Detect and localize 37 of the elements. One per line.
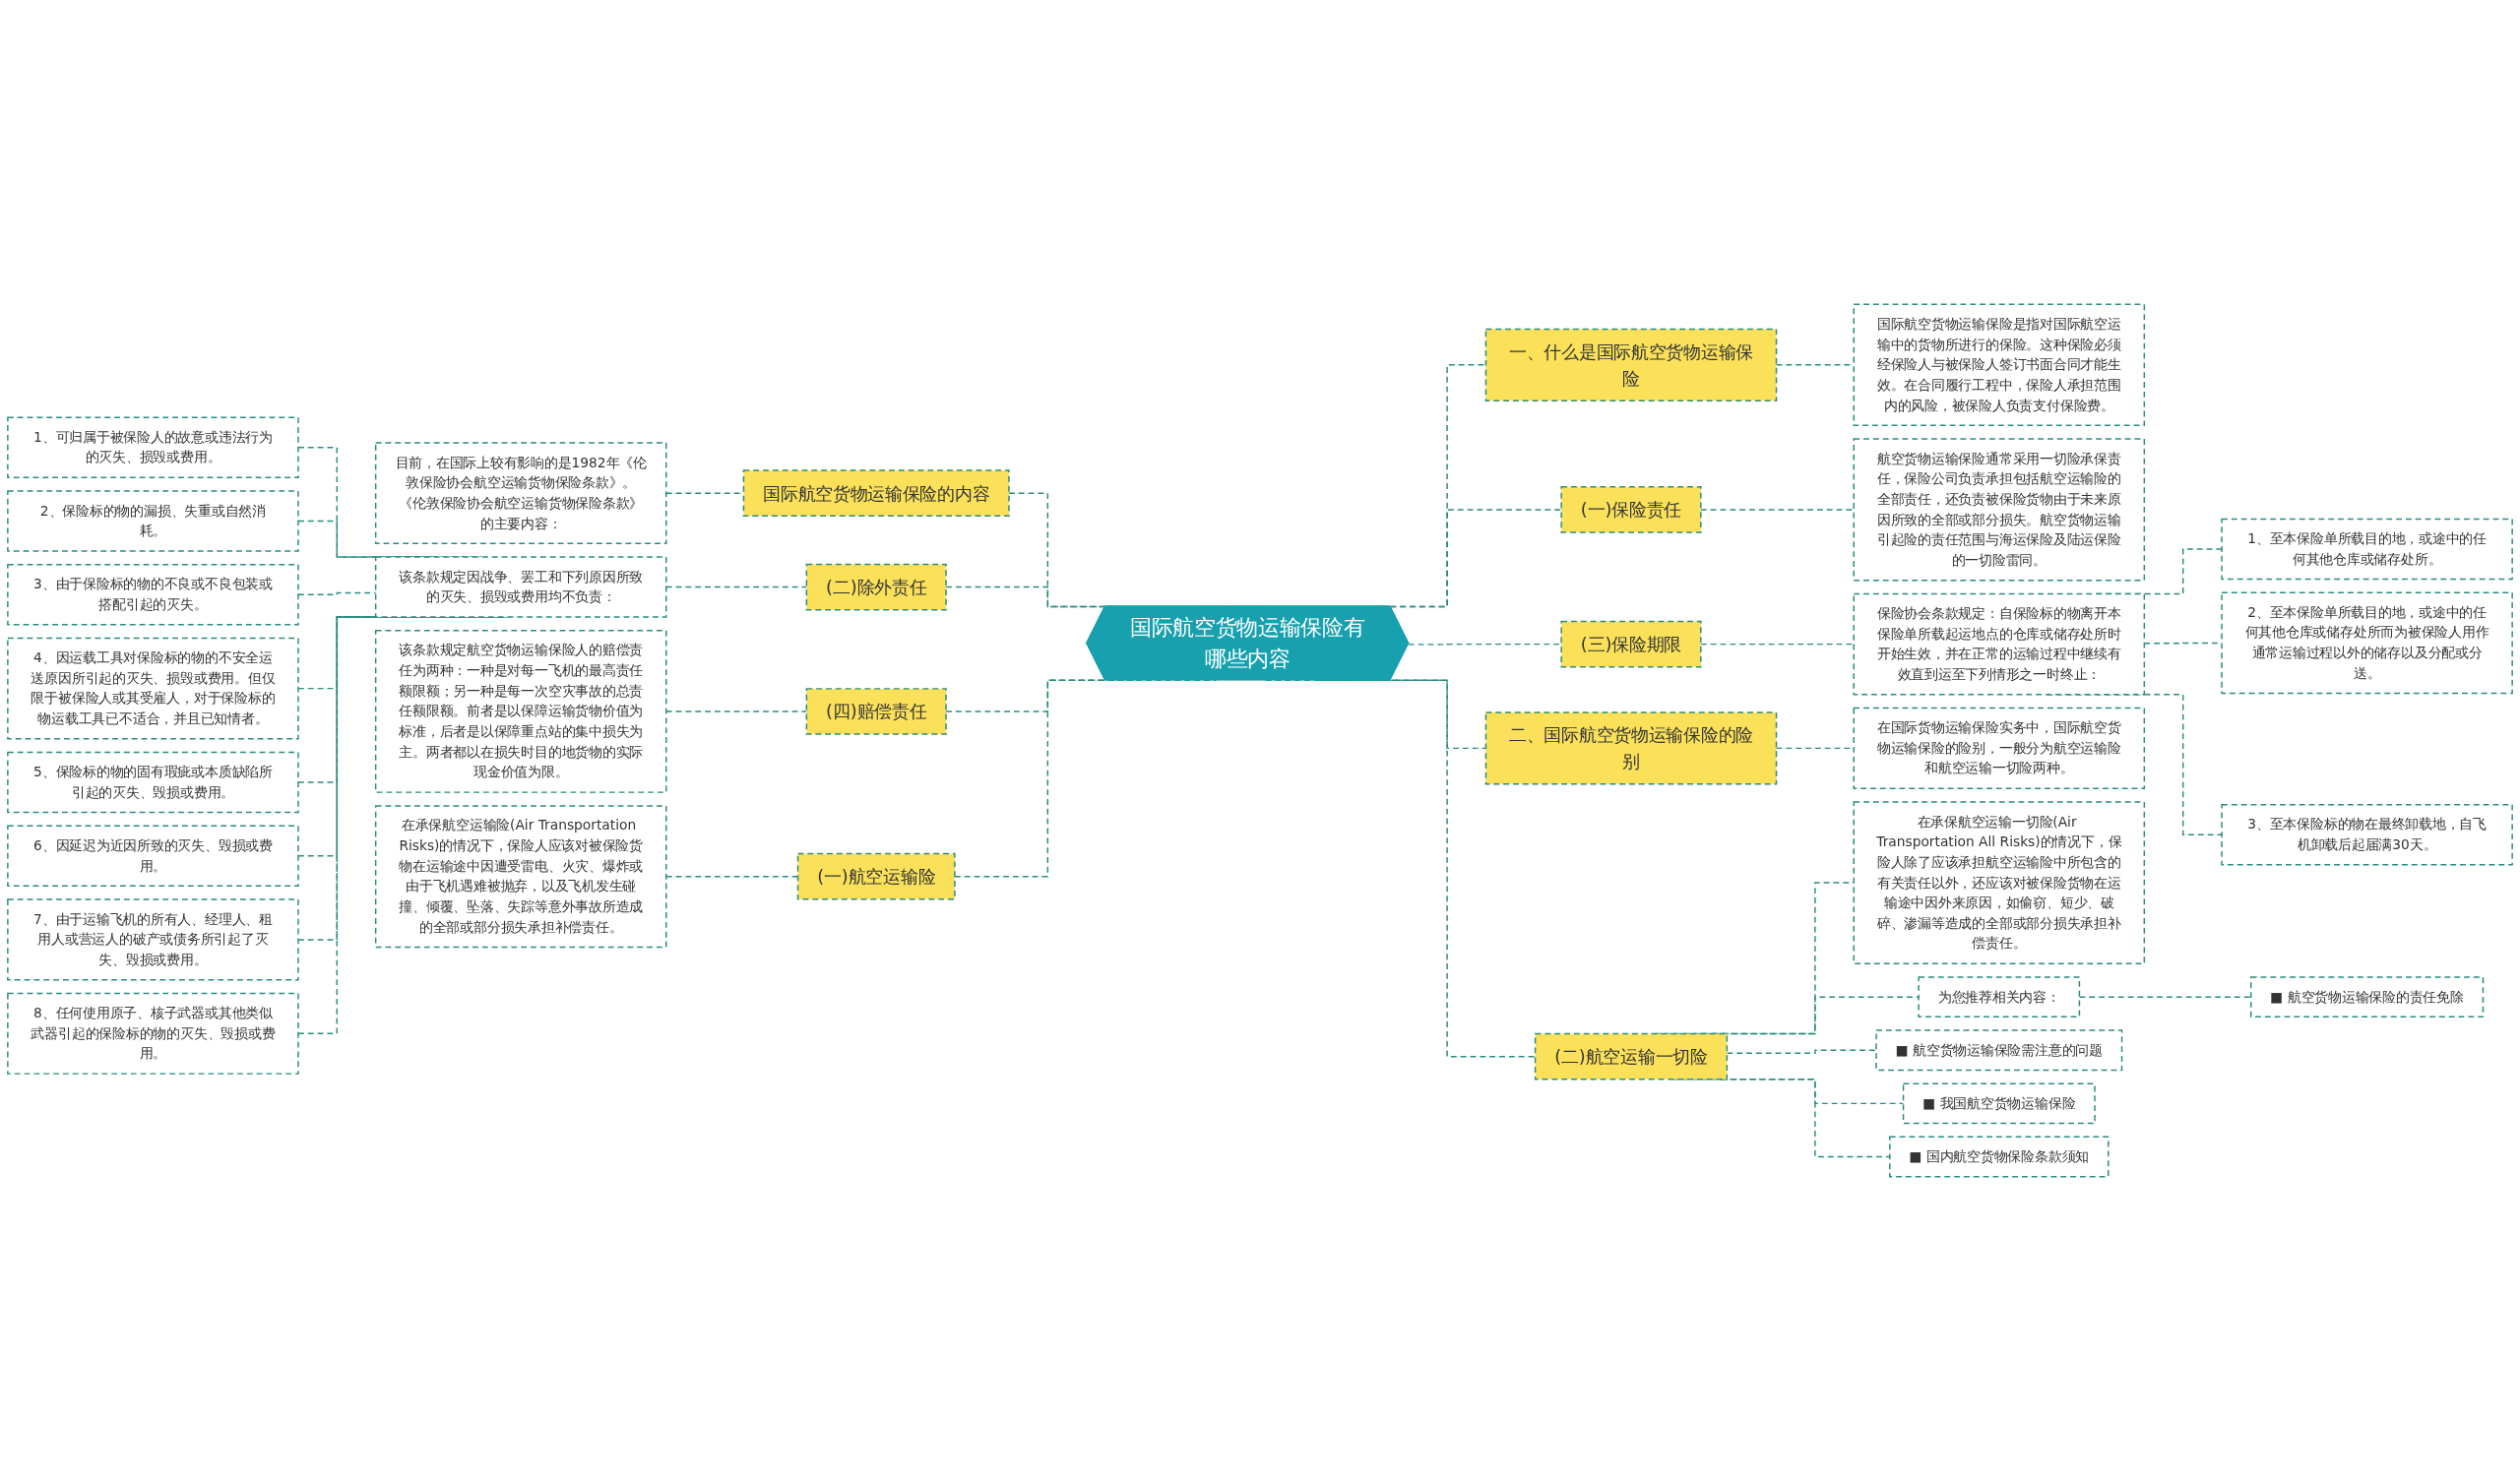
node-box: 二、国际航空货物运输保险的险别 [1484, 711, 1778, 785]
node-box: 5、保险标的物的固有瑕疵或本质缺陷所引起的灭失、毁损或费用。 [7, 751, 299, 814]
node-box: 4、因运载工具对保险标的物的不安全运送原因所引起的灭失、损毁或费用。但仅限于被保险人或其受雇人，对于保险标的物运载工具已不适合，并且已知情者。 [7, 637, 299, 740]
node-box: 1、至本保险单所载目的地，或途中的任何其他仓库或储存处所。 [2221, 518, 2513, 581]
node-box: 国际航空货物运输保险的内容 [742, 469, 1010, 518]
connector [1700, 643, 1855, 646]
node-box: ■ 航空货物运输保险的责任免除 [2249, 976, 2485, 1018]
node-box: 2、至本保险单所载目的地，或途中的任何其他仓库或储存处所而为被保险人用作通常运输过程以外的储存以及分配或分送。 [2221, 591, 2513, 695]
node-box: (二)航空运输一切险 [1534, 1032, 1729, 1080]
node-box: 8、任何使用原子、核子武器或其他类似武器引起的保险标的物的灭失、毁损或费用。 [7, 992, 299, 1075]
node-box: 6、因延迟为近因所致的灭失、毁损或费用。 [7, 825, 299, 888]
node-box: (一)保险责任 [1560, 486, 1702, 533]
node-box: (三)保险期限 [1560, 620, 1702, 668]
node-box: ■ 国内航空货物保险条款须知 [1889, 1136, 2110, 1178]
node-box: (四)赔偿责任 [805, 688, 947, 735]
node-box: (一)航空运输险 [796, 852, 956, 900]
node-box: 一、什么是国际航空货物运输保险 [1484, 328, 1778, 401]
node-box: 航空货物运输保险通常采用一切险承保责任，保险公司负责承担包括航空运输险的全部责任，还负责被保险货物由于未来原因所致的全部或部分损失。航空货物运输引起险的责任范围与海运保险及陆运保险的一切险雷同。 [1853, 438, 2146, 582]
node-box: 1、可归属于被保险人的故意或违法行为的灭失、损毁或费用。 [7, 416, 299, 478]
connector [1700, 509, 1855, 511]
connector [1408, 643, 1562, 646]
node-box: 国际航空货物运输保险是指对国际航空运输中的货物所进行的保险。这种保险必须经保险人与被保险人签订书面合同才能生效。在合同履行工程中，保险人承担范围内的风险，被保险人负责支付保险费。 [1853, 303, 2146, 427]
node-box: ■ 航空货物运输保险需注意的问题 [1875, 1029, 2123, 1072]
node-box: 该条款规定航空货物运输保险人的赔偿责任为两种：一种是对每一飞机的最高责任额限额；另一种是每一次空灾事故的总责任额限额。前者是以保障运输货物价值为标准，后者是以保障重点站的集中损失为主。两者都以在损失时目的地货物的实际现金价值为限。 [374, 630, 667, 793]
node-box: 3、由于保险标的物的不良或不良包装或搭配引起的灭失。 [7, 564, 299, 626]
node-box: 3、至本保险标的物在最终卸载地，自飞机卸载后起届满30天。 [2221, 803, 2513, 866]
node-box: 在承保航空运输险(Air Transportation Risks)的情况下，保险人应该对被保险货物在运输途中因遭受雷电、火灾、爆炸或由于飞机遇难被抛弃，以及飞机发生碰撞、倾覆、坠落、失踪等意外事故所造成的全部或部分损失承担补偿责任。 [374, 805, 667, 949]
node-box: 在国际货物运输保险实务中，国际航空货物运输保险的险别，一般分为航空运输险和航空运输一切险两种。 [1853, 707, 2146, 789]
node-box: 目前，在国际上较有影响的是1982年《伦敦保险协会航空运输货物保险条款》。《伦敦保险协会航空运输货物保险条款》的主要内容： [374, 442, 667, 545]
node-box: 为您推荐相关内容： [1918, 976, 2081, 1018]
node-box: (二)除外责任 [805, 563, 947, 611]
node-box: ■ 我国航空货物运输保险 [1902, 1082, 2096, 1125]
node-box: 2、保险标的物的漏损、失重或自然消耗。 [7, 490, 299, 552]
node-box: 保险协会条款规定：自保险标的物离开本保险单所载起运地点的仓库或储存处所时开始生效，并在正常的运输过程中继续有效直到运至下列情形之一时终止： [1853, 592, 2146, 696]
node-box: 该条款规定因战争、罢工和下列原因所致的灭失、损毁或费用均不负责： [374, 556, 667, 618]
node-box: 7、由于运输飞机的所有人、经理人、租用人或营运人的破产或债务所引起了灭失、毁损或费用。 [7, 898, 299, 981]
node-box: 在承保航空运输一切险(Air Transportation All Risks)的情况下，保险人除了应该承担航空运输险中所包含的有关责任以外，还应该对被保险货物在运输途中因外来原因，如偷窃、短少、破碎、渗漏等造成的全部或部分损失承担补偿责任。 [1853, 801, 2146, 964]
